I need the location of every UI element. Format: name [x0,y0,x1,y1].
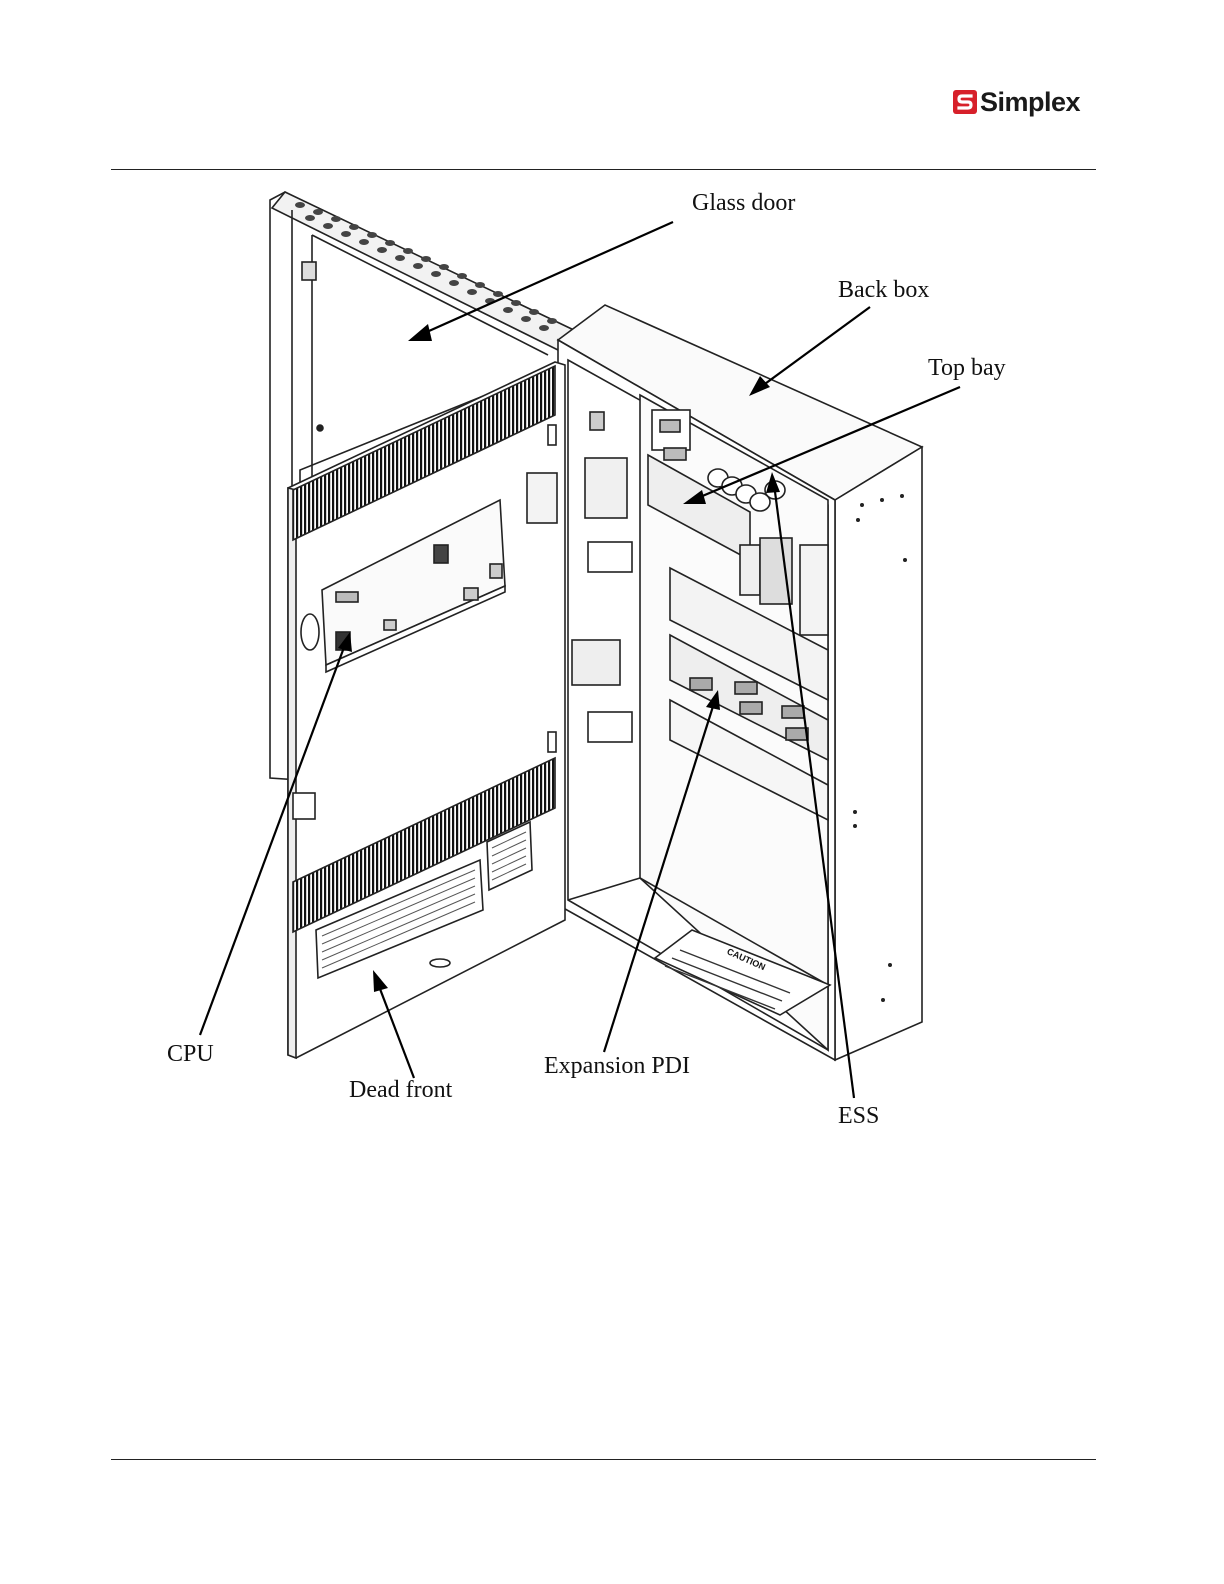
callout-ess: ESS [838,1104,879,1128]
callout-dead-front: Dead front [349,1078,452,1102]
dead-front [288,362,565,1058]
callout-glass-door: Glass door [692,191,795,215]
callout-cpu: CPU [167,1042,214,1066]
callout-expansion-pdi: Expansion PDI [544,1054,690,1078]
back-box: CAUTION [558,305,922,1060]
callout-back-box: Back box [838,278,929,302]
callout-top-bay: Top bay [928,356,1006,380]
back-box-leader [758,307,870,389]
